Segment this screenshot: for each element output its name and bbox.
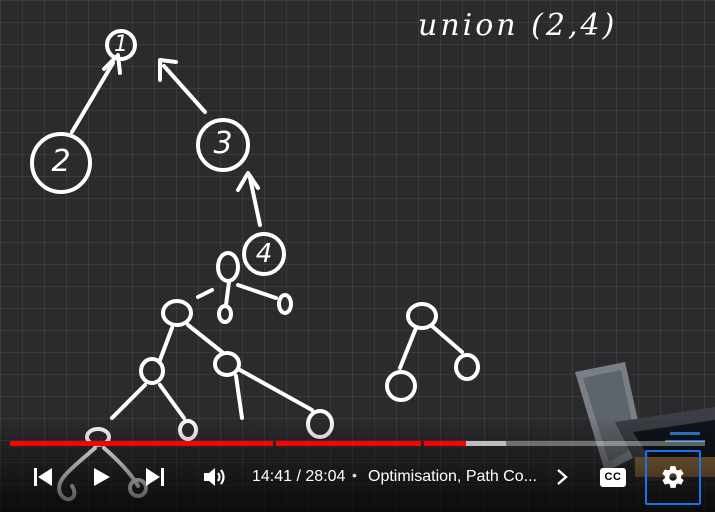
skip-previous-icon [34,468,52,486]
current-time: 14:41 [252,468,293,485]
chapter-dot: • [352,467,357,483]
chapter-segment[interactable] [276,441,421,446]
node-2-circle [30,132,92,194]
next-button[interactable] [140,452,170,502]
mute-button[interactable] [198,452,232,502]
arrow-head-3-1 [158,58,178,82]
node-label-1: 1 [114,32,128,57]
edge-3-1 [162,64,207,114]
closed-captions-icon: CC [600,467,626,487]
edge-4-3 [248,176,262,227]
play-button[interactable] [84,452,118,502]
chapter-arrow-button[interactable] [550,452,574,502]
controls-gradient [0,417,715,512]
chapter-segment[interactable] [10,441,273,446]
captions-label: CC [604,471,622,483]
node-4-circle [242,232,286,276]
node-label-3: 3 [213,126,233,161]
progress-bar[interactable] [10,441,705,446]
whiteboard-title: union (2,4) [418,8,618,43]
arrow-head-2-1 [102,53,122,75]
chapter-title-button[interactable]: Optimisation, Path Co... [368,468,537,486]
settings-focus-ring [645,450,701,505]
player-controls: 14:41 / 28:04 • Optimisation, Path Co...… [0,452,715,502]
time-separator: / [292,468,306,485]
play-icon [94,468,110,486]
chevron-right-icon [557,469,568,485]
chapter-segment[interactable] [424,441,705,446]
previous-button[interactable] [28,452,58,502]
node-label-4: 4 [255,239,273,269]
edge-2-1 [70,61,115,134]
arrow-head-4-3 [236,171,260,192]
node-1-circle [105,29,137,61]
captions-button[interactable]: CC [596,452,630,502]
skip-next-icon [146,468,164,486]
chapter-title: Optimisation, Path Co... [368,468,537,485]
node-3-circle [196,118,250,172]
volume-icon [204,468,225,486]
gear-icon [662,466,684,488]
duration: 28:04 [305,468,346,485]
node-label-2: 2 [51,144,71,179]
settings-button[interactable] [655,452,691,502]
time-display: 14:41 / 28:04 [252,468,345,486]
